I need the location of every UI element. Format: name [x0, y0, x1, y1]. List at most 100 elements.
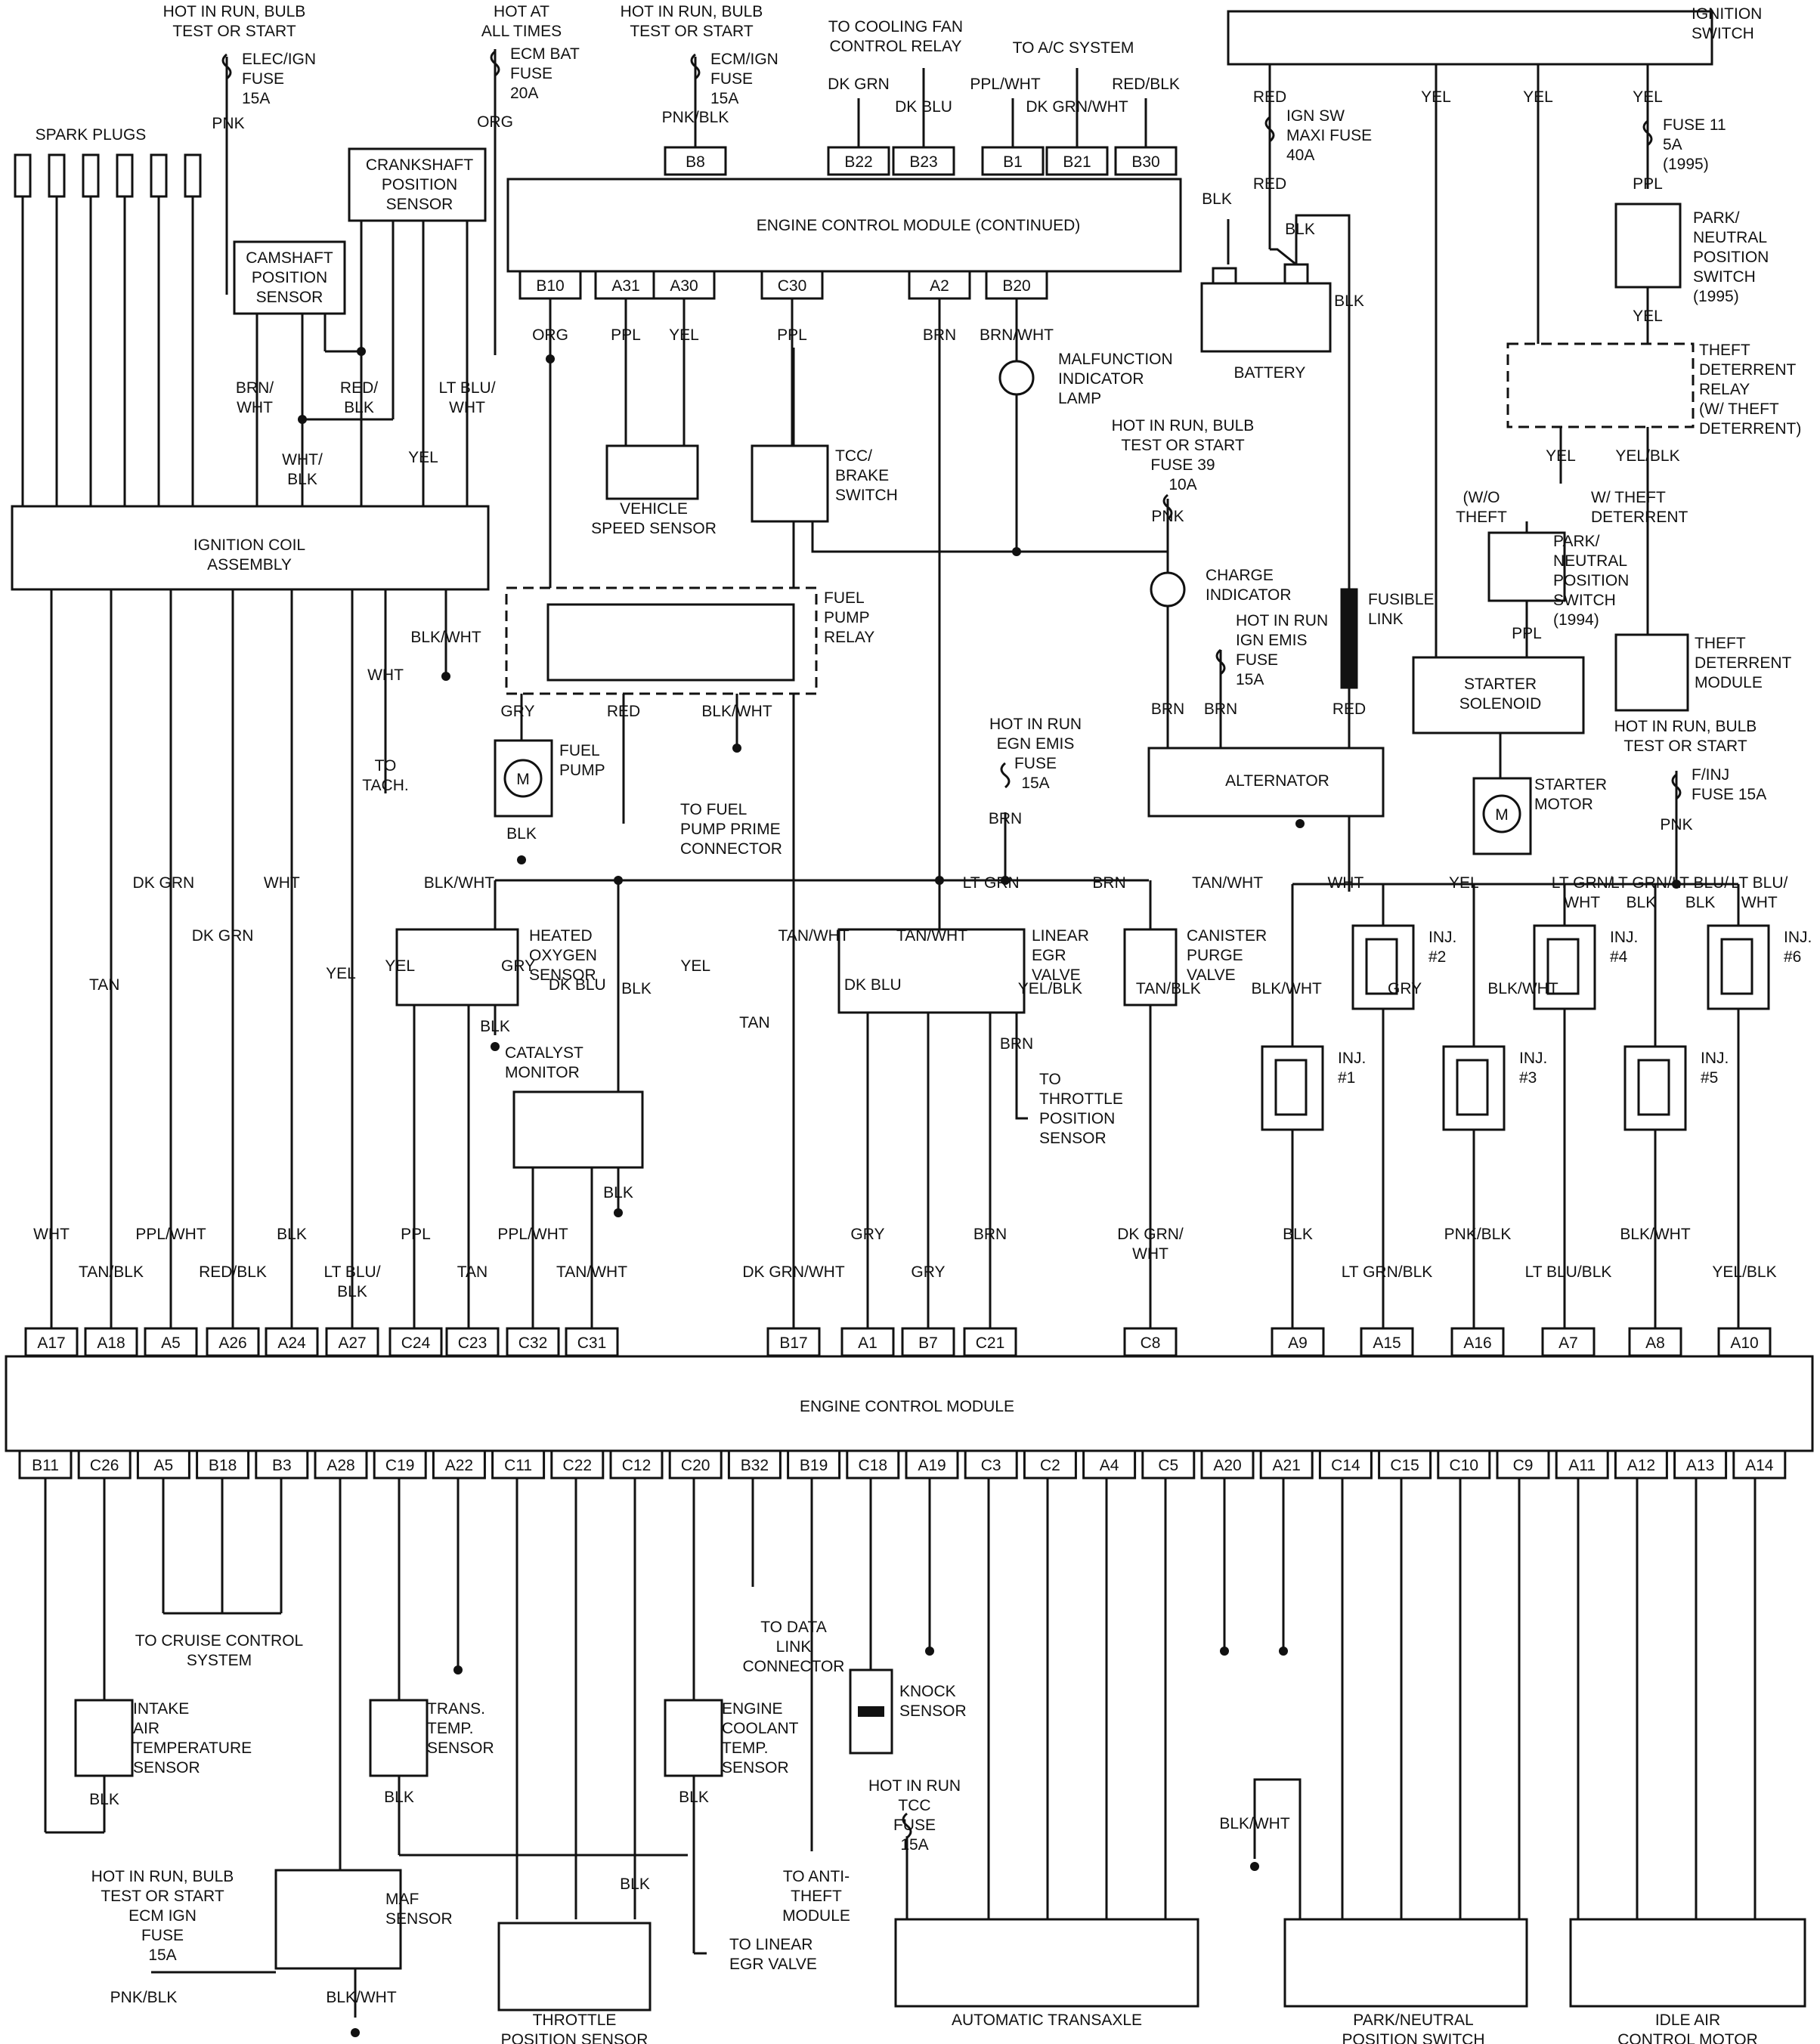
connector-pin-label: A28	[327, 1457, 354, 1474]
throttle-position-sensor-box	[497, 1922, 652, 2012]
connector-pin-label: A19	[918, 1457, 946, 1474]
wire-color-label: YEL	[680, 957, 710, 975]
wire-color-label: LT BLU/BLK	[1672, 874, 1729, 911]
wire	[1295, 214, 1351, 892]
injector-1-box	[1261, 1045, 1324, 1131]
wire-color-label: BLK	[1285, 221, 1315, 238]
wire-color-label: BRN	[973, 1226, 1007, 1243]
ground-icon	[491, 1042, 500, 1051]
connector-pin-label: A26	[218, 1334, 246, 1352]
fusible-link-icon	[1342, 589, 1357, 688]
injector-coil-box	[1274, 1059, 1308, 1116]
connector-pin-label: C19	[385, 1457, 415, 1474]
ecm-top-pin-B8	[664, 146, 727, 176]
wire-color-label: BLK	[1202, 190, 1232, 208]
canister-purge-valve-box	[1123, 928, 1178, 1007]
wire-color-label: TAN/BLK	[1136, 980, 1201, 997]
ecm-mid-pin-B7	[901, 1327, 955, 1357]
ecm-mid-pin-C8	[1123, 1327, 1178, 1357]
wire-color-label: LT BLU/BLK	[1525, 1263, 1612, 1281]
battery-box	[1200, 282, 1332, 353]
connector-pin-label: A31	[611, 277, 639, 295]
wire-color-label: BLK/WHT	[410, 629, 481, 646]
wire-color-label: BLK/WHT	[326, 1989, 397, 2006]
park-neutral-switch-box	[1283, 1918, 1528, 2008]
wire-color-label: PNK/BLK	[662, 109, 729, 126]
wire-color-label: YEL	[1546, 447, 1576, 465]
fuse-icon	[902, 1812, 912, 1839]
ecm-mid-pin-A5	[144, 1327, 198, 1357]
wire-color-label: BRN	[1092, 874, 1125, 892]
wire-color-label: DK BLU	[844, 976, 902, 994]
wire-color-label: LT BLU/BLK	[323, 1263, 380, 1300]
ecm-bot-pin-C22	[550, 1449, 605, 1480]
connector-pin-label: A17	[37, 1334, 65, 1352]
ecm-bot-pin-A11	[1555, 1449, 1609, 1480]
ecm-mid-pin-C31	[565, 1327, 619, 1357]
wire-color-label: BLK	[679, 1789, 709, 1806]
wire-color-label: TAN	[457, 1263, 488, 1281]
theft-deterrent-relay-box	[1506, 342, 1695, 428]
ecm-mid-pin-A27	[325, 1327, 379, 1357]
heated-oxygen-sensor-box	[395, 928, 519, 1007]
connector-pin-label: A5	[154, 1457, 174, 1474]
connector-pin-label: A11	[1568, 1457, 1596, 1474]
injector-label: INJ.#1	[1338, 1050, 1366, 1087]
charge-indicator-lamp-icon	[1150, 571, 1186, 608]
ecm-top-pin-B22	[827, 146, 890, 176]
wire-color-label: LT GRN/BLK	[1342, 1263, 1433, 1281]
ecm-bot-pin-B19	[787, 1449, 841, 1480]
connector-pin-label: A30	[670, 277, 698, 295]
connector-pin-label: A20	[1213, 1457, 1241, 1474]
connector-pin-label: B10	[536, 277, 564, 295]
connector-pin-label: C23	[458, 1334, 488, 1352]
wire-color-label: TAN/BLK	[79, 1263, 144, 1281]
wire-color-label: YEL	[408, 449, 438, 466]
ecm-mid-pin-A8	[1628, 1327, 1682, 1357]
connector-pin-label: A27	[338, 1334, 366, 1352]
wire-color-label: WHT	[367, 666, 404, 684]
wire-color-label: TAN/WHT	[896, 927, 967, 945]
ecm-mid-pin-A26	[206, 1327, 260, 1357]
ecm-mid-pin-C32	[506, 1327, 560, 1357]
wire-color-label: BLK	[1283, 1226, 1313, 1243]
injector-label: INJ.#3	[1519, 1050, 1547, 1087]
ecm-cont-pin-A30	[652, 270, 716, 300]
connector-pin-label: B11	[32, 1457, 59, 1474]
injector-label: INJ.#2	[1428, 929, 1456, 966]
wire-color-label: BLK/WHT	[1487, 980, 1558, 997]
wire-color-label: GRY	[850, 1226, 884, 1243]
ignition-switch-box	[1227, 10, 1713, 66]
connector-pin-label: A24	[277, 1334, 306, 1352]
spark-plug-icon	[82, 153, 100, 198]
wire-color-label: TAN	[89, 976, 119, 994]
connector-pin-label: A4	[1100, 1457, 1119, 1474]
ecm-top-pin-B30	[1114, 146, 1178, 176]
wire-color-label: RED	[1332, 700, 1366, 718]
ecm-bot-pin-C11	[491, 1449, 546, 1480]
wire-color-label: BRN/WHT	[980, 326, 1054, 344]
connector-pin-label: C15	[1390, 1457, 1419, 1474]
wire-color-label: BRN	[989, 810, 1022, 827]
